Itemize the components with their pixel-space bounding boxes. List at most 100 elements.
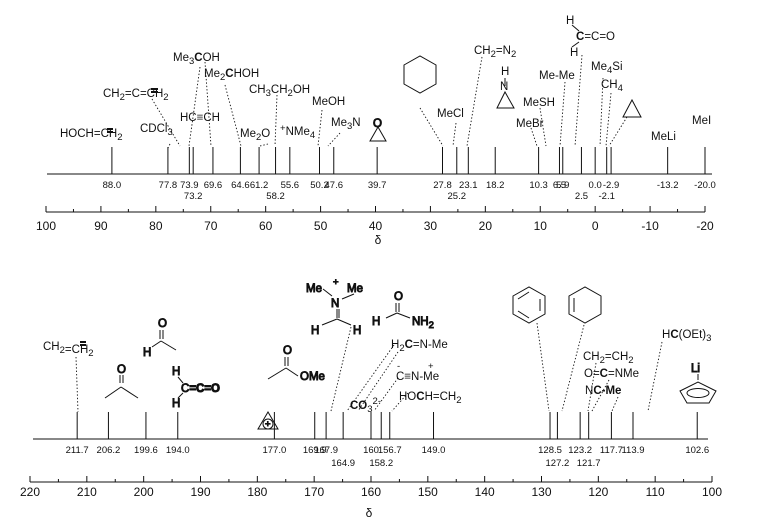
peak-shift-label-3: 73.2	[184, 191, 203, 202]
iminium-structure: Me Me N + H H	[306, 277, 364, 338]
peak-shift-label-6: 61.2	[250, 180, 269, 191]
tick-label-12: 100	[702, 485, 722, 499]
tick-label-5: 50	[314, 219, 328, 233]
acetone-structure: O	[104, 364, 139, 399]
label-meli: MeLi	[651, 131, 676, 143]
peak-shift-label-22: -2.9	[603, 180, 619, 191]
cp-li: Li	[691, 363, 700, 375]
tick-label-2: 80	[149, 219, 163, 233]
methyl-acetate-structure: O OMe	[267, 345, 325, 384]
tick-label-0: 220	[20, 485, 40, 499]
tick-label-2: 200	[134, 485, 154, 499]
peak-shift-label-11: 149.0	[422, 445, 446, 456]
peak-shift-label-10: 156.7	[378, 445, 402, 456]
peak-shift-label-9: 158.2	[369, 458, 393, 469]
peak-shift-label-11: 39.7	[368, 180, 387, 191]
peak-shift-label-5: 169.9	[303, 445, 327, 456]
peak-shift-label-18: 5.9	[556, 180, 569, 191]
cyclopropane-structure	[622, 98, 642, 118]
ester-o: O	[283, 345, 292, 357]
peak-shift-label-2: 73.9	[180, 180, 199, 191]
peak-shift-label-17: 113.9	[621, 445, 644, 456]
peak-shift-label-2: 199.6	[134, 445, 158, 456]
ketene-b-structure: H H C=C=O	[172, 366, 221, 411]
cyclohexene-structure	[568, 286, 602, 324]
peak-shift-label-9: 50.2	[310, 180, 329, 191]
label-isonitrile: C≡N-Me	[396, 371, 439, 383]
peak-shift-label-7: 58.2	[266, 191, 285, 202]
iminium-h2: H	[353, 325, 361, 337]
label-acetonitrile: NC-Me	[585, 385, 621, 397]
label-mei: MeI	[692, 115, 711, 127]
peak-shift-label-14: 23.1	[459, 180, 478, 191]
peak-shift-label-15: 121.7	[577, 458, 601, 469]
peak-shift-label-18: 102.6	[685, 445, 709, 456]
cyclohexane-structure	[403, 55, 437, 94]
acetaldehyde-structure: O H	[143, 318, 177, 360]
label-mebr: MeBr	[516, 118, 544, 130]
peak-shift-label-1: 77.8	[159, 180, 178, 191]
tick-label-6: 40	[369, 219, 383, 233]
tick-label-4: 60	[259, 219, 273, 233]
peak-shift-label-12: 128.5	[538, 445, 562, 456]
top-axis-label: δ	[375, 233, 382, 247]
tick-label-10: 120	[588, 485, 608, 499]
label-mecl: MeCl	[437, 108, 464, 120]
tick-label-11: 110	[646, 485, 665, 499]
tick-label-0: 100	[36, 219, 56, 233]
peak-shift-label-4: 69.6	[204, 180, 223, 191]
hoch-bold-bond	[107, 128, 113, 133]
tick-label-12: -20	[696, 219, 714, 233]
top-leader-lines	[151, 54, 628, 149]
ketene-bonds	[571, 24, 580, 48]
oxirane-structure: O	[369, 118, 387, 142]
iminium-h1: H	[311, 325, 319, 337]
label-ch4: CH4	[601, 79, 623, 94]
acetaldehyde-h: H	[143, 347, 151, 359]
label-tbuoh: Me3COH	[173, 52, 220, 67]
iminium-me1: Me	[306, 283, 322, 295]
peak-shift-label-0: 88.0	[103, 180, 122, 191]
peak-shift-label-6: 167.9	[314, 445, 338, 456]
label-nme4: +NMe4	[280, 123, 315, 141]
label-allene-b: CH2=C=O=CH2	[43, 341, 94, 359]
tick-label-10: 0	[592, 219, 599, 233]
tick-label-9: 130	[531, 485, 551, 499]
label-ketene-h2: H	[570, 47, 578, 59]
cyclopropenyl-plus: +	[265, 419, 271, 430]
label-ketene-h1: H	[566, 15, 574, 27]
isonitrile-plus: +	[428, 361, 434, 372]
label-imine: H2C=N-Me	[391, 339, 448, 354]
label-cdcl3: CDCl3	[140, 123, 173, 138]
oxirane-o: O	[373, 118, 382, 130]
aziridine-structure	[496, 78, 515, 109]
tick-label-4: 180	[247, 485, 267, 499]
formamide-structure: O H NH2	[372, 291, 435, 332]
peak-shift-label-17: 6.5	[553, 180, 566, 191]
bottom-leader-lines	[75, 322, 663, 413]
tick-label-7: 150	[418, 485, 438, 499]
peak-shift-label-16: 10.3	[529, 180, 548, 191]
label-diazomethane: CH2=N2	[474, 45, 516, 60]
label-tms: Me4Si	[591, 61, 623, 76]
cyclopentadienide-structure: Li	[679, 363, 717, 404]
label-aziridine-h: H	[501, 66, 509, 78]
label-ethanol: CH3CH2OH	[249, 84, 310, 99]
tick-label-6: 160	[361, 485, 381, 499]
peak-shift-label-8: 55.6	[281, 180, 300, 191]
tick-label-3: 190	[190, 485, 210, 499]
tick-label-1: 90	[94, 219, 108, 233]
peak-shift-label-20: 0.0	[589, 180, 602, 191]
ketene-b-h1: H	[172, 366, 180, 378]
peak-shift-label-21: -2.1	[599, 191, 615, 202]
peak-shift-label-8: 160	[363, 445, 379, 456]
peak-shift-label-19: 2.5	[575, 191, 588, 202]
label-ketene: C=C=O	[576, 31, 615, 43]
ketene-b-h2: H	[172, 398, 180, 410]
